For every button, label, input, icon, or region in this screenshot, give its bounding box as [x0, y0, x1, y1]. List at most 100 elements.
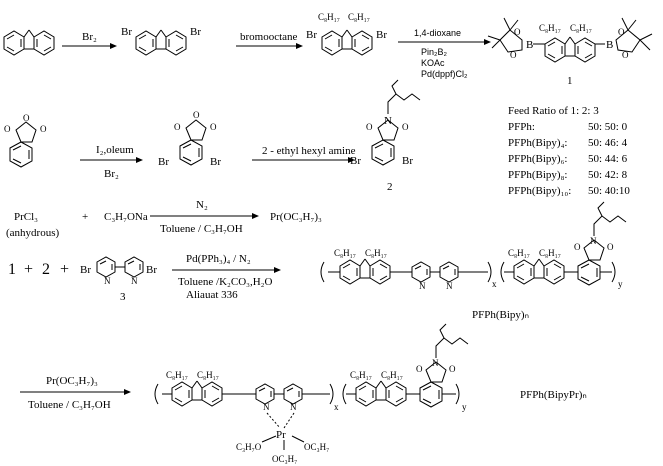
- subscript-x: x: [492, 279, 497, 289]
- reactant-c3h7ona: C₃H₇ONa: [104, 211, 148, 223]
- atom-br-right: Br: [376, 29, 387, 41]
- feed-row-ratio: 50: 44: 6: [588, 153, 628, 165]
- subscript-y: y: [618, 279, 623, 289]
- reactant-note: (anhydrous): [6, 227, 59, 239]
- atom-b-left: B: [526, 39, 533, 51]
- reagent-br2: Br₂: [104, 168, 119, 180]
- feed-row-name: PFPh:: [508, 121, 535, 133]
- compound-1: C₈H₁₇ C₈H₁₇ B O O B O O 1: [487, 17, 653, 87]
- ligand-right: OC₃H₇: [304, 442, 329, 452]
- polymer-label-bipypr: PFPh(BipyPr)ₙ: [520, 389, 587, 401]
- chain-c8h17-b: C₈H₁₇: [348, 12, 370, 22]
- compound-3: Br N N Br 3: [80, 256, 157, 303]
- atom-o: O: [510, 50, 517, 60]
- reagent-phase-transfer: Aliauat 336: [186, 289, 238, 301]
- reagent-solvent: Toluene / C₃H₇OH: [28, 399, 111, 411]
- chain-c8h17-b: C₈H₁₇: [570, 23, 592, 33]
- feed-row-ratio: 50: 42: 8: [588, 169, 628, 181]
- chain-c8h17-b: C₈H₁₇: [539, 248, 561, 258]
- atom-n: N: [263, 402, 270, 412]
- chain-c8h17-a: C₈H₁₇: [166, 370, 188, 380]
- plus-sign: +: [82, 211, 88, 223]
- reagent-ethylhexylamine: 2 - ethyl hexyl amine: [262, 145, 356, 157]
- dibromofluorene: Br Br: [121, 26, 201, 56]
- atom-o: O: [193, 110, 200, 120]
- reagent-i2-oleum: I₂,oleum: [96, 144, 134, 156]
- atom-o: O: [174, 122, 181, 132]
- reagent-br2: Br₂: [82, 31, 97, 43]
- atom-n: N: [419, 281, 426, 291]
- atom-n: N: [131, 276, 138, 286]
- feed-row-ratio: 50: 46: 4: [588, 137, 628, 149]
- atom-o: O: [4, 124, 11, 134]
- chain-c8h17-a: C₈H₁₇: [539, 23, 561, 33]
- feed-ratio-header: Feed Ratio of 1: 2: 3: [508, 105, 599, 117]
- reagent-bromooctane: bromooctane: [240, 31, 298, 43]
- feed-row-name: PFPh(Bipy)₈:: [508, 169, 567, 181]
- compound-3-label: 3: [120, 291, 126, 303]
- reagent-koac: KOAc: [421, 58, 445, 68]
- chain-c8h17-b: C₈H₁₇: [365, 248, 387, 258]
- subscript-y: y: [462, 402, 467, 412]
- reactant-2-label: 2: [42, 261, 50, 278]
- polymerization-step: 1 + 2 + Br N N Br 3 Pd(PPh₃)₄ / N₂ Tolue…: [8, 201, 627, 321]
- compound-1-label: 1: [567, 75, 573, 87]
- reagent-base: Toluene /K₂CO₃,H₂O: [178, 276, 273, 288]
- chain-c8h17-a: C₈H₁₇: [334, 248, 356, 258]
- compound-2-label: 2: [387, 181, 393, 193]
- atom-o: O: [622, 50, 629, 60]
- atom-br-left: Br: [306, 29, 317, 41]
- polymer-label-bipy: PFPh(Bipy)ₙ: [472, 309, 529, 321]
- atom-br-right: Br: [210, 156, 221, 168]
- reagent-pddppfcl2: Pd(dppf)Cl₂: [421, 69, 468, 79]
- chain-c8h17-b: C₈H₁₇: [197, 370, 219, 380]
- atom-o: O: [574, 242, 581, 252]
- reagent-solvent: Toluene / C₃H₇OH: [160, 223, 243, 235]
- compound-2: N O O Br Br 2: [350, 79, 421, 193]
- atom-o: O: [416, 364, 423, 374]
- atom-o: O: [366, 122, 373, 132]
- chain-c8h17-a: C₈H₁₇: [350, 370, 372, 380]
- atom-n: N: [290, 402, 297, 412]
- reactant-1-label: 1: [8, 261, 16, 278]
- reagent-pr-oc3h7: Pr(OC₃H₇)₃: [46, 375, 98, 387]
- atom-br-left: Br: [121, 26, 132, 38]
- complexation-step: Pr(OC₃H₇)₃ Toluene / C₃H₇OH C₈H₁₇ C₈H₁₇ …: [20, 323, 587, 464]
- polymer-pfph-bipy: C₈H₁₇ C₈H₁₇ N N x C₈H₁₇ C₈H₁₇ N O O: [320, 201, 627, 321]
- atom-n: N: [104, 276, 111, 286]
- feed-row-ratio: 50: 40:10: [588, 185, 630, 197]
- atom-br-left: Br: [158, 156, 169, 168]
- atom-o: O: [514, 27, 521, 37]
- feed-ratio-table: Feed Ratio of 1: 2: 3 PFPh: 50: 50: 0 PF…: [508, 105, 630, 197]
- feed-row-ratio: 50: 50: 0: [588, 121, 628, 133]
- atom-n: N: [446, 281, 453, 291]
- atom-br-left: Br: [350, 155, 361, 167]
- atom-o: O: [607, 242, 614, 252]
- reagent-pin2b2: Pin₂B₂: [421, 47, 448, 57]
- ligand-bottom: OC₃H₇: [272, 454, 297, 464]
- atom-n: N: [384, 115, 392, 127]
- reactant-prcl3: PrCl₃: [14, 211, 38, 223]
- atom-b-right: B: [606, 39, 613, 51]
- praseodymium-step: PrCl₃ (anhydrous) + C₃H₇ONa N₂ Toluene /…: [6, 199, 322, 239]
- fluorene-start: [3, 29, 55, 56]
- dibromophthalic-anhydride: O O O Br Br: [158, 110, 221, 168]
- reagent-catalyst: Pd(PPh₃)₄ / N₂: [186, 253, 251, 265]
- atom-br-left: Br: [80, 264, 91, 276]
- atom-o: O: [449, 364, 456, 374]
- atom-br-right: Br: [402, 155, 413, 167]
- atom-br-right: Br: [146, 264, 157, 276]
- subscript-x: x: [334, 402, 339, 412]
- plus-sign: +: [60, 261, 69, 278]
- phthalic-anhydride: O O O: [4, 113, 47, 168]
- atom-o: O: [40, 124, 47, 134]
- atom-o: O: [402, 122, 409, 132]
- atom-n: N: [432, 358, 439, 368]
- chain-c8h17-a: C₈H₁₇: [508, 248, 530, 258]
- metal-pr: Pr: [276, 429, 286, 441]
- atom-o: O: [618, 27, 625, 37]
- product-pr-oc3h7: Pr(OC₃H₇)₃: [270, 211, 322, 223]
- reagent-n2: N₂: [196, 199, 208, 211]
- reagent-dioxane: 1,4-dioxane: [414, 28, 461, 38]
